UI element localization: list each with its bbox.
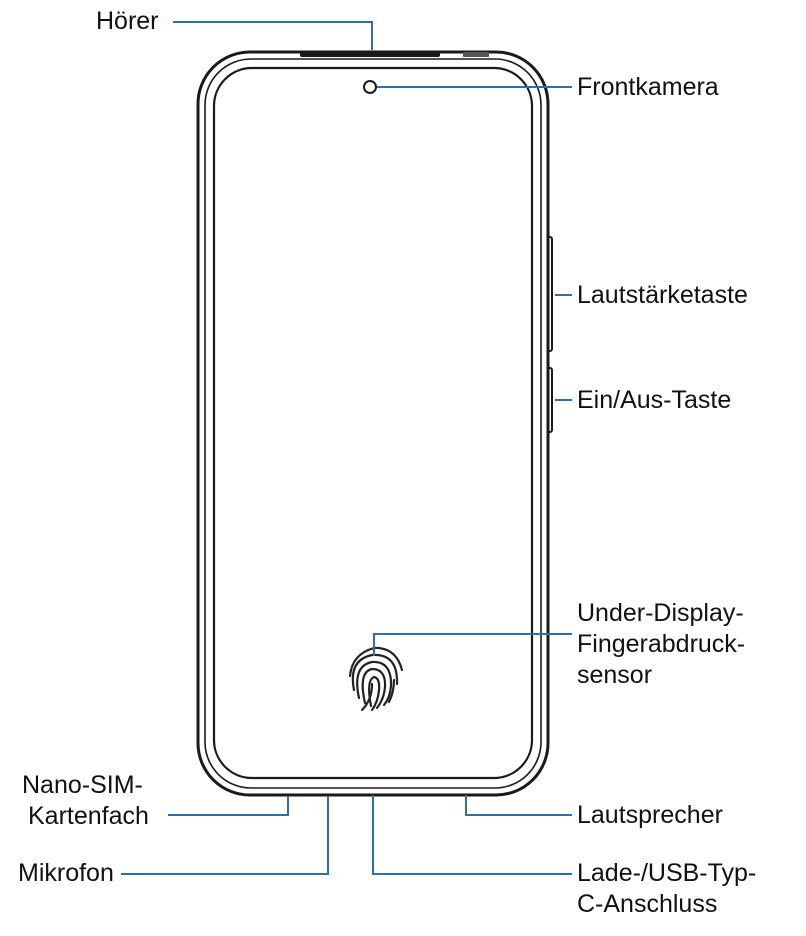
leader-hoerer — [173, 21, 373, 50]
top-sensor — [463, 52, 489, 57]
fingerprint-icon — [348, 646, 404, 712]
label-fingerprint-line1: Under-Display- — [577, 599, 744, 627]
label-nano-sim: Nano-SIM- Kartenfach — [22, 770, 149, 832]
leader-lautsprecher — [465, 795, 572, 816]
label-usb-port: Lade-/USB-Typ- C-Anschluss — [577, 858, 756, 920]
leader-mikrofon — [121, 796, 329, 875]
front-camera-icon — [363, 80, 377, 94]
label-fingerprint-line3: sensor — [577, 661, 653, 689]
label-fingerprint-sensor: Under-Display- Fingerabdruck- sensor — [577, 598, 745, 691]
leader-fingerprint — [373, 633, 572, 656]
label-usb-line1: Lade-/USB-Typ- — [577, 859, 757, 887]
label-ein-aus-taste: Ein/Aus-Taste — [577, 386, 732, 414]
label-lautstaerketaste: Lautstärketaste — [577, 281, 748, 309]
earpiece-slot — [300, 52, 440, 57]
label-frontkamera: Frontkamera — [577, 73, 719, 101]
label-mikrofon: Mikrofon — [18, 859, 114, 887]
label-nano-sim-line1: Nano-SIM- — [22, 771, 143, 799]
phone-screen — [212, 66, 534, 780]
label-hoerer: Hörer — [96, 7, 159, 35]
leader-usb — [372, 795, 572, 875]
label-nano-sim-line2: Kartenfach — [28, 802, 149, 830]
leader-nano-sim — [168, 796, 289, 816]
label-lautsprecher: Lautsprecher — [577, 801, 723, 829]
phone-body-inner — [204, 58, 542, 789]
label-fingerprint-line2: Fingerabdruck- — [577, 630, 746, 658]
label-usb-line2: C-Anschluss — [577, 890, 718, 918]
leader-lines — [121, 21, 572, 875]
